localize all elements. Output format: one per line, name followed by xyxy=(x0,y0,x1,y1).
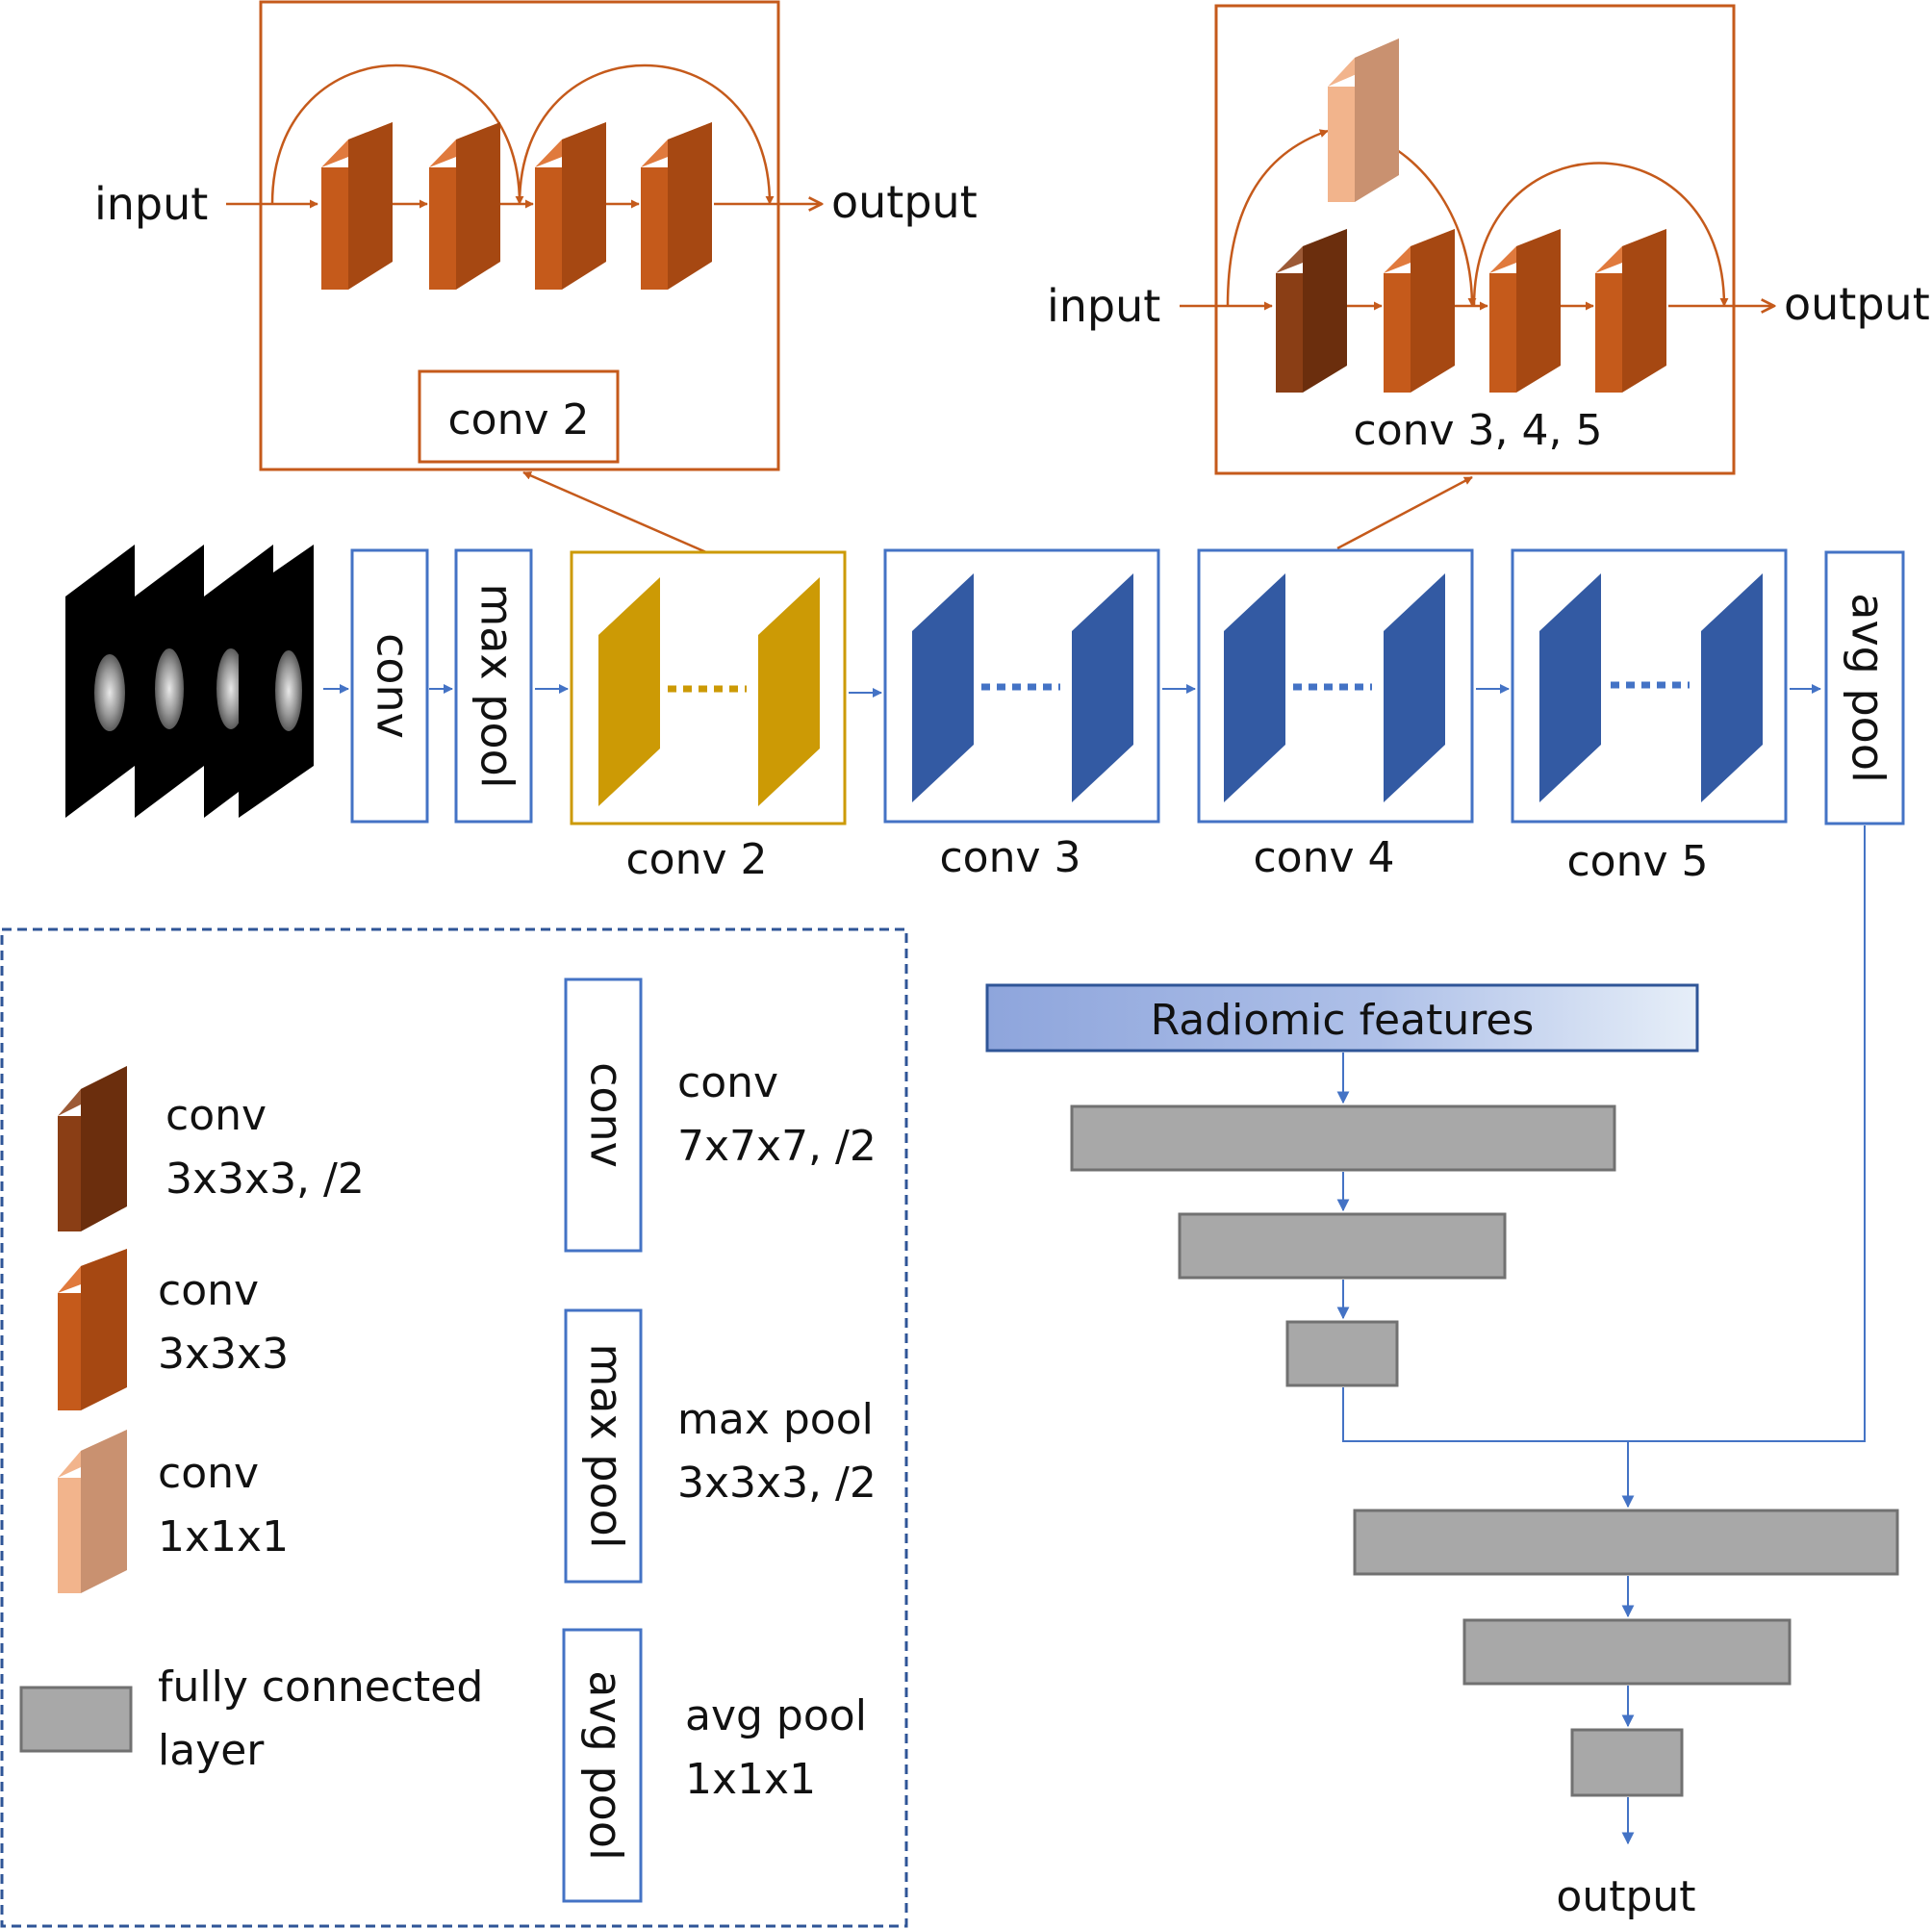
scan-slice-2 xyxy=(135,545,204,818)
conv345-detail-block: input output xyxy=(1047,4,1930,475)
conv2-block-1 xyxy=(321,122,393,290)
stage-conv3-label: conv 3 xyxy=(939,833,1080,882)
stage-conv5: conv 5 xyxy=(1511,548,1788,886)
legend-item-3-line2: 1x1x1 xyxy=(158,1512,289,1561)
stage-conv2-plane-right xyxy=(758,577,820,806)
radiomic-features-label: Radiomic features xyxy=(1151,996,1535,1045)
legend-conv-desc-line1: conv xyxy=(677,1058,778,1107)
conv345-input-label: input xyxy=(1047,280,1160,332)
stage-conv2: conv 2 xyxy=(570,550,847,884)
main-pipeline: conv max pool conv 2 conv 3 xyxy=(323,548,1905,886)
legend-conv-box xyxy=(564,977,643,1253)
conv2-block-2 xyxy=(429,122,500,290)
stage-conv3: conv 3 xyxy=(883,548,1160,882)
fc-merge-line-left xyxy=(1342,1387,1628,1442)
stage-conv5-box xyxy=(1511,548,1788,824)
legend-avgpool-desc-line2: 1x1x1 xyxy=(685,1755,816,1804)
fc-fused-layer-2 xyxy=(1462,1618,1792,1686)
stage-conv5-label: conv 5 xyxy=(1566,837,1708,886)
stage-conv2-box xyxy=(570,550,847,825)
stage-conv5-plane-left xyxy=(1539,573,1601,802)
conv2-detail-frame xyxy=(259,0,780,471)
dark-conv-block-icon xyxy=(58,1066,127,1231)
stage-conv4-plane-left xyxy=(1224,573,1285,802)
conv345-block-3 xyxy=(1489,229,1561,393)
fc-layer-icon xyxy=(19,1686,133,1753)
scan-slice-4 xyxy=(239,545,314,818)
conv345-output-label: output xyxy=(1784,278,1930,330)
stage-conv4: conv 4 xyxy=(1197,548,1474,882)
legend-item-2-line1: conv xyxy=(158,1266,259,1315)
conv345-block-1 xyxy=(1276,229,1347,393)
pipe-conv-label: conv xyxy=(368,633,419,739)
conv345-zoom-connector xyxy=(1336,475,1473,550)
fc-radiomic-layer-2 xyxy=(1178,1212,1507,1280)
pipe-avgpool-box xyxy=(1824,550,1905,825)
legend-conv-desc-line2: 7x7x7, /2 xyxy=(677,1122,877,1171)
fc-branch: Radiomic features output xyxy=(985,825,1899,1921)
stage-conv4-plane-right xyxy=(1384,573,1445,802)
conv2-skip-arc-2 xyxy=(518,63,775,205)
pipe-maxpool-box xyxy=(454,548,533,824)
stage-conv4-label: conv 4 xyxy=(1253,833,1394,882)
legend-avgpool-box-label: avg pool xyxy=(580,1670,632,1861)
conv2-zoom-connector xyxy=(522,470,707,554)
legend-maxpool-desc-line2: 3x3x3, /2 xyxy=(677,1459,877,1508)
legend-item-2-line2: 3x3x3 xyxy=(158,1330,289,1379)
legend-item-4-line1: fully connected xyxy=(158,1662,483,1712)
legend-avgpool-desc-line1: avg pool xyxy=(685,1691,867,1740)
conv345-block-2 xyxy=(1384,229,1455,393)
conv2-block-4 xyxy=(641,122,712,290)
conv2-caption: conv 2 xyxy=(447,395,589,444)
conv345-skip-arc xyxy=(1472,162,1729,307)
legend-maxpool-desc-line1: max pool xyxy=(677,1395,874,1444)
stage-conv4-box xyxy=(1197,548,1474,824)
conv345-detail-frame xyxy=(1214,4,1736,475)
peach-conv-block-icon xyxy=(58,1430,127,1593)
legend-item-4-line2: layer xyxy=(158,1726,265,1775)
conv2-caption-box xyxy=(418,369,620,464)
orange-conv-block-icon xyxy=(58,1249,127,1410)
input-scan-stack xyxy=(65,545,314,818)
stage-conv2-label: conv 2 xyxy=(625,835,767,884)
conv2-input-label: input xyxy=(94,178,208,230)
conv345-projection-block xyxy=(1328,38,1399,202)
stage-conv3-plane-right xyxy=(1072,573,1133,802)
conv2-skip-arc-1 xyxy=(270,63,524,205)
pipe-avgpool-label: avg pool xyxy=(1843,593,1894,783)
fc-output-label: output xyxy=(1556,1872,1695,1921)
legend-conv-box-label: conv xyxy=(581,1062,633,1168)
conv2-detail-block: input output xyxy=(94,0,978,471)
legend-maxpool-box xyxy=(564,1308,643,1584)
stage-conv2-plane-left xyxy=(598,577,660,806)
scan-slice-1 xyxy=(65,545,135,818)
fc-fused-layer-3 xyxy=(1570,1728,1684,1797)
stage-conv3-box xyxy=(883,548,1160,824)
legend-item-1-line2: 3x3x3, /2 xyxy=(165,1155,365,1204)
pipe-maxpool-label: max pool xyxy=(471,583,523,788)
legend-maxpool-box-label: max pool xyxy=(581,1343,633,1548)
conv2-block-3 xyxy=(535,122,606,290)
stage-conv5-plane-right xyxy=(1701,573,1763,802)
stage-conv3-plane-left xyxy=(912,573,974,802)
legend: conv 3x3x3, /2 conv 3x3x3 conv 1x1x1 ful… xyxy=(0,927,908,1928)
radiomic-features-box xyxy=(985,983,1699,1053)
fc-merge-line-right xyxy=(1628,825,1866,1442)
fc-fused-layer-1 xyxy=(1353,1509,1899,1576)
legend-item-3-line1: conv xyxy=(158,1449,259,1498)
legend-frame xyxy=(0,927,908,1928)
pipe-conv-box xyxy=(350,548,429,824)
fc-radiomic-layer-3 xyxy=(1285,1320,1399,1387)
conv345-projection-up xyxy=(1226,129,1329,307)
legend-avgpool-box xyxy=(562,1628,643,1903)
legend-item-1-line1: conv xyxy=(165,1091,267,1140)
fc-radiomic-layer-1 xyxy=(1070,1104,1616,1172)
conv2-output-label: output xyxy=(831,176,978,228)
conv345-caption: conv 3, 4, 5 xyxy=(1354,406,1603,455)
conv345-block-4 xyxy=(1595,229,1666,393)
